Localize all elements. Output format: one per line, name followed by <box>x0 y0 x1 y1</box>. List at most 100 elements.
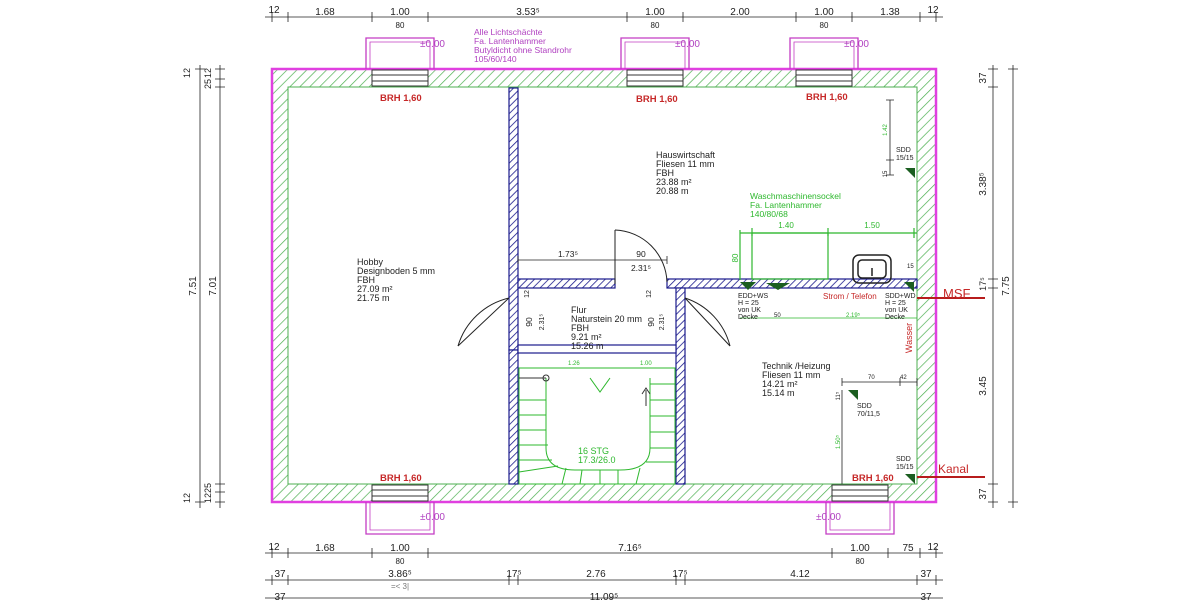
dim-bot2-sub: =< 3| <box>391 582 409 591</box>
dim-15: 15 <box>883 170 889 177</box>
sdd-mid-0: SDD <box>857 403 872 410</box>
lightwell-zero-1: ±0.00 <box>420 39 445 50</box>
dim-left-inner: 7.01 <box>208 276 219 296</box>
dim-top-6: 1.00 <box>814 7 834 18</box>
hw-name: Hauswirtschaft <box>656 150 716 160</box>
dim-bot-0: 12 <box>268 542 280 553</box>
dim-top-8: 12 <box>927 5 939 16</box>
dim-bot-4: 1.00 <box>850 543 870 554</box>
dim-right-3: 3.45 <box>978 376 989 396</box>
dim-top-1: 1.68 <box>315 7 335 18</box>
edd-ws-1: H = 25 <box>738 300 759 307</box>
dim-bot-2: 1.00 <box>390 543 410 554</box>
flur-perimeter: 15.26 m <box>571 341 604 351</box>
brh-labels: BRH 1,60 BRH 1,60 BRH 1,60 BRH 1,60 BRH … <box>380 92 894 484</box>
technik-area: 14.21 m² <box>762 379 798 389</box>
dim-15b: 15 <box>907 264 914 270</box>
dim-142: 1.42 <box>883 124 889 136</box>
room-technik: Technik /Heizung Fliesen 11 mm 14.21 m² … <box>762 361 831 398</box>
washer-note-0: Waschmaschinensockel <box>750 191 841 201</box>
room-flur: Flur Naturstein 20 mm FBH 9.21 m² 15.26 … <box>571 305 642 351</box>
dim-70: 70 <box>868 375 875 381</box>
dimension-labels: 12 1.68 1.00 3.53⁵ 1.00 2.00 1.00 1.38 1… <box>182 5 1012 600</box>
dim-top-4: 1.00 <box>645 7 665 18</box>
msf-label: MSF <box>943 286 971 301</box>
sdd-top-0: SDD <box>896 147 911 154</box>
hobby-name: Hobby <box>357 257 384 267</box>
brh-label-3: BRH 1,60 <box>806 92 848 103</box>
brh-label-1: BRH 1,60 <box>380 93 422 104</box>
inner-walls <box>508 87 918 485</box>
hobby-area: 27.09 m² <box>357 284 393 294</box>
washer-plinth <box>739 228 917 280</box>
supply-lines <box>917 297 985 478</box>
edd-ws-3: Decke <box>738 314 758 321</box>
windows <box>371 69 889 502</box>
hw-floor: Fliesen 11 mm <box>656 159 714 169</box>
hobby-floor: Designboden 5 mm <box>357 266 435 276</box>
dim-bot3-2: 37 <box>920 592 932 600</box>
washer-note: Waschmaschinensockel Fa. Lantenhammer 14… <box>731 191 880 262</box>
edd-ws-2: von UK <box>738 307 761 314</box>
dim-50: 50 <box>774 313 781 319</box>
washer-dim-140: 1.40 <box>778 221 794 230</box>
dim-bot-sub-0: 80 <box>396 557 405 566</box>
stair-dim-1: 1.00 <box>640 361 652 367</box>
service-markers <box>740 168 915 484</box>
lightwell-zero-3: ±0.00 <box>844 39 869 50</box>
door-dim-90: 90 <box>636 249 646 259</box>
dim-bot3-1: 11.09⁵ <box>590 592 618 600</box>
dim-bot2-5: 4.12 <box>790 569 810 580</box>
flur-floor: Naturstein 20 mm <box>571 314 642 324</box>
dimension-lines <box>195 12 1018 599</box>
dim-bot2-6: 37 <box>920 569 932 580</box>
service-labels: EDD+WS H = 25 von UK Decke SDD+WD H = 25… <box>738 124 971 476</box>
door-dim-231: 2.31⁵ <box>631 263 651 273</box>
sdd-bot-0: SDD <box>896 456 911 463</box>
hw-fbh: FBH <box>656 168 674 178</box>
dim-right-0: 37 <box>978 72 989 84</box>
dim-left-top-1: 12 <box>203 68 213 78</box>
dim-bot2-2: 17⁵ <box>506 569 521 580</box>
sdd-bot-1: 15/15 <box>896 464 914 471</box>
sdd-wd-2: von UK <box>885 307 908 314</box>
hobby-perimeter: 21.75 m <box>357 293 390 303</box>
dim-bot2-3: 2.76 <box>586 569 606 580</box>
sdd-wd-0: SDD+WD <box>885 293 916 300</box>
washer-note-2: 140/80/68 <box>750 209 788 219</box>
dim-right-1: 3.38⁵ <box>978 172 989 196</box>
sdd-top-1: 15/15 <box>896 155 914 162</box>
lightwells <box>365 37 895 535</box>
dim-left-bot-1: 12 <box>203 493 213 503</box>
sdd-mid-1: 70/11,5 <box>857 411 880 418</box>
brh-label-2: BRH 1,60 <box>636 94 678 105</box>
stair-count: 16 STG <box>578 446 609 456</box>
lightwell-zero-5: ±0.00 <box>816 512 841 523</box>
door-dim-173: 1.73⁵ <box>558 249 578 259</box>
dim-top-5: 2.00 <box>730 7 750 18</box>
lightwell-zero-4: ±0.00 <box>420 512 445 523</box>
door-right-12: 12 <box>646 290 653 298</box>
lightwell-labels: ±0.00 ±0.00 ±0.00 ±0.00 ±0.00 Alle Licht… <box>420 27 869 523</box>
dim-bot3-0: 37 <box>274 592 286 600</box>
kanal-label: Kanal <box>938 462 969 476</box>
dim-left-outer: 7.51 <box>188 276 199 296</box>
dim-left-top-2: 25 <box>203 79 213 89</box>
sdd-wd-3: Decke <box>885 314 905 321</box>
dim-bot-1: 1.68 <box>315 543 335 554</box>
lightwell-note-1: Fa. Lantenhammer <box>474 36 546 46</box>
dim-219: 2.19⁵ <box>846 312 861 319</box>
brh-label-4: BRH 1,60 <box>380 473 422 484</box>
dim-bot2-4: 17⁵ <box>672 569 687 580</box>
dim-bot-5: 75 <box>902 543 914 554</box>
stair-ratio: 17.3/26.0 <box>578 455 616 465</box>
lightwell-zero-2: ±0.00 <box>675 39 700 50</box>
hw-area: 23.88 m² <box>656 177 692 187</box>
door-right-231: 2.31⁵ <box>659 314 666 331</box>
room-labels: Hobby Designboden 5 mm FBH 27.09 m² 21.7… <box>357 150 831 398</box>
hobby-fbh: FBH <box>357 275 375 285</box>
technik-floor: Fliesen 11 mm <box>762 370 820 380</box>
washer-note-1: Fa. Lantenhammer <box>750 200 822 210</box>
hw-perimeter: 20.88 m <box>656 186 689 196</box>
